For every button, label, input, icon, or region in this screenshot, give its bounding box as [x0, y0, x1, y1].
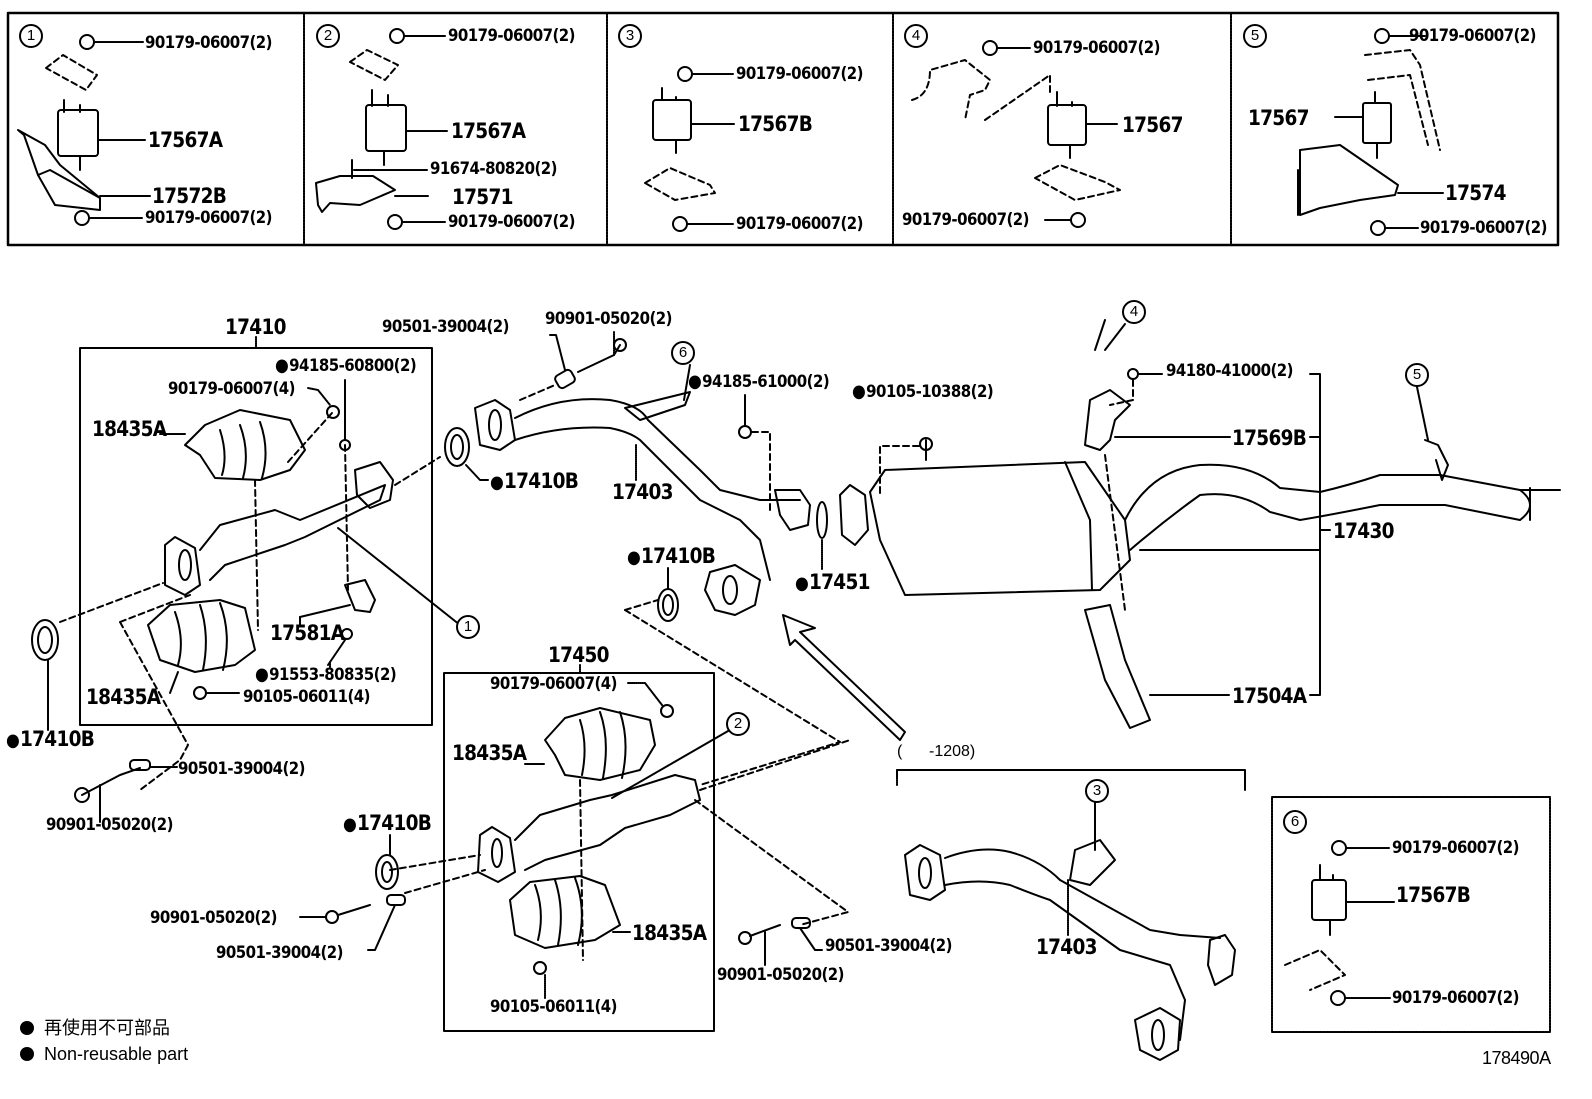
- callout-5[interactable]: 5: [1405, 363, 1429, 387]
- part-label[interactable]: 17504A: [1232, 684, 1307, 708]
- legend-japanese-text: 再使用不可部品: [44, 1018, 170, 1038]
- part-label[interactable]: 90501-39004(2): [382, 317, 510, 337]
- alt-front-pipe-art: [896, 769, 1246, 1061]
- illustration-code: 178490A: [1482, 1048, 1551, 1068]
- part-label[interactable]: 90501-39004(2): [216, 943, 344, 963]
- part-label[interactable]: 90179-06007(2): [1392, 988, 1520, 1008]
- callout-3[interactable]: 3: [1085, 779, 1109, 803]
- part-label[interactable]: 90179-06007(2): [902, 210, 1030, 230]
- part-label-non-reusable[interactable]: 17410B: [6, 728, 95, 752]
- non-reusable-bullet-icon: [20, 1047, 34, 1061]
- assembly-17410-title[interactable]: 17410: [225, 315, 286, 339]
- part-label[interactable]: 17574: [1445, 181, 1506, 205]
- part-label[interactable]: 18435A: [92, 417, 167, 441]
- part-label[interactable]: 17571: [452, 185, 513, 209]
- part-label[interactable]: 17567: [1122, 113, 1183, 137]
- part-label[interactable]: 17569B: [1232, 426, 1307, 450]
- part-label[interactable]: 90179-06007(2): [736, 64, 864, 84]
- inset-3-number: 3: [618, 24, 642, 48]
- part-label-non-reusable[interactable]: 94185-60800(2): [275, 357, 417, 375]
- part-label[interactable]: 90179-06007(2): [448, 212, 576, 232]
- part-label[interactable]: 17430: [1333, 519, 1394, 543]
- part-label-non-reusable[interactable]: 17410B: [627, 545, 716, 569]
- part-label[interactable]: 94180-41000(2): [1166, 361, 1294, 381]
- part-label[interactable]: 90105-06011(4): [490, 997, 618, 1017]
- production-range-note: ( -1208): [897, 743, 976, 760]
- part-label[interactable]: 90179-06007(2): [1033, 38, 1161, 58]
- inset-2-art: [315, 28, 449, 230]
- part-label[interactable]: 90105-06011(4): [243, 687, 371, 707]
- part-label[interactable]: 18435A: [632, 921, 707, 945]
- inset-6-number: 6: [1283, 810, 1307, 834]
- legend-english: Non-reusable part: [20, 1044, 188, 1064]
- inset-1-art: [17, 34, 151, 226]
- legend-english-text: Non-reusable part: [44, 1044, 189, 1064]
- part-label[interactable]: 17567B: [738, 112, 813, 136]
- part-label[interactable]: 18435A: [452, 741, 527, 765]
- part-label-non-reusable[interactable]: 17410B: [343, 812, 432, 836]
- callout-6[interactable]: 6: [671, 341, 695, 365]
- part-label[interactable]: 17567A: [451, 119, 526, 143]
- assembly-17410-art: [59, 336, 461, 791]
- assembly-17450-title[interactable]: 17450: [548, 643, 609, 667]
- inset-2-number: 2: [316, 24, 340, 48]
- callout-4[interactable]: 4: [1122, 300, 1146, 324]
- non-reusable-bullet-icon: [20, 1021, 34, 1035]
- part-label-non-reusable[interactable]: 17451: [795, 571, 870, 595]
- assembly-17450-art: [299, 664, 851, 1032]
- legend-japanese: 再使用不可部品: [20, 1018, 170, 1038]
- part-label[interactable]: 17403: [1036, 935, 1097, 959]
- inset-1-number: 1: [19, 24, 43, 48]
- part-label[interactable]: 90901-05020(2): [545, 309, 673, 329]
- part-label[interactable]: 90179-06007(4): [490, 674, 618, 694]
- part-label[interactable]: 17567A: [148, 128, 223, 152]
- part-label[interactable]: 90179-06007(2): [1392, 838, 1520, 858]
- inset-3-art: [644, 66, 736, 232]
- part-label-non-reusable[interactable]: 94185-61000(2): [688, 373, 830, 391]
- left-gasket-art: [31, 619, 179, 823]
- part-label[interactable]: 90901-05020(2): [717, 965, 845, 985]
- part-label[interactable]: 90179-06007(2): [145, 208, 273, 228]
- part-label[interactable]: 90501-39004(2): [178, 759, 306, 779]
- part-label[interactable]: 17567: [1248, 106, 1309, 130]
- part-label[interactable]: 17581A: [270, 621, 345, 645]
- part-label[interactable]: 90179-06007(2): [1409, 26, 1537, 46]
- inset-5-art: [1297, 28, 1444, 236]
- inset-frames: [6, 11, 1560, 247]
- part-label-non-reusable[interactable]: 91553-80835(2): [255, 666, 397, 684]
- callout-1[interactable]: 1: [456, 615, 480, 639]
- part-label[interactable]: 90179-06007(4): [168, 379, 296, 399]
- part-label[interactable]: 90901-05020(2): [150, 908, 278, 928]
- part-label[interactable]: 17403: [612, 480, 673, 504]
- inset-6-art: [1271, 796, 1551, 1033]
- part-label[interactable]: 90179-06007(2): [145, 33, 273, 53]
- part-label-non-reusable[interactable]: 17410B: [490, 470, 579, 494]
- inset-4-art: [911, 40, 1121, 228]
- inset-5-number: 5: [1243, 24, 1267, 48]
- part-label-non-reusable[interactable]: 90105-10388(2): [852, 383, 994, 401]
- part-label[interactable]: 17572B: [152, 184, 227, 208]
- front-pipe-art: [444, 331, 906, 786]
- part-label[interactable]: 18435A: [86, 685, 161, 709]
- part-label[interactable]: 91674-80820(2): [430, 159, 558, 179]
- part-label[interactable]: 90179-06007(2): [1420, 218, 1548, 238]
- part-label[interactable]: 17567B: [1396, 883, 1471, 907]
- part-label[interactable]: 90901-05020(2): [46, 815, 174, 835]
- callout-2[interactable]: 2: [726, 712, 750, 736]
- inset-4-number: 4: [904, 24, 928, 48]
- muffler-art: [839, 319, 1561, 729]
- part-label[interactable]: 90501-39004(2): [825, 936, 953, 956]
- part-label[interactable]: 90179-06007(2): [736, 214, 864, 234]
- part-label[interactable]: 90179-06007(2): [448, 26, 576, 46]
